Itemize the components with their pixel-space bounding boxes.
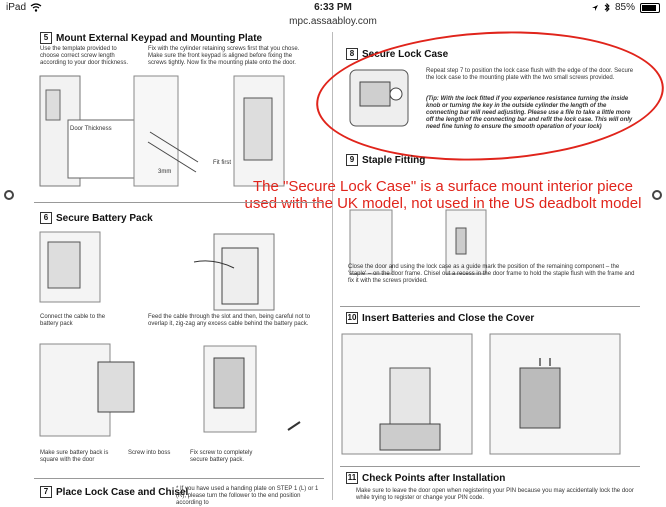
section-6-caption-3: Make sure battery back is square with th… <box>40 450 120 464</box>
bluetooth-icon <box>604 3 610 12</box>
section-7-rule <box>34 478 324 479</box>
section-6-drawing-top <box>38 228 288 312</box>
section-6-caption-2: Feed the cable through the slot and then… <box>148 314 328 328</box>
url-text[interactable]: mpc.assaabloy.com <box>289 16 377 27</box>
section-7-number: 7 <box>40 486 52 498</box>
section-9-title: 9 Staple Fitting <box>346 154 425 166</box>
annotation-text: The "Secure Lock Case" is a surface moun… <box>238 178 648 212</box>
section-5-heading: Mount External Keypad and Mounting Plate <box>56 33 262 44</box>
section-6-caption-1: Connect the cable to the battery pack <box>40 314 110 328</box>
section-11-heading: Check Points after Installation <box>362 473 505 484</box>
section-8-number: 8 <box>346 48 358 60</box>
battery-fill <box>642 5 656 11</box>
section-5-text-left: Use the template provided to choose corr… <box>40 46 130 67</box>
section-10-drawing <box>340 328 640 458</box>
section-6-title: 6 Secure Battery Pack <box>40 212 153 224</box>
section-6-caption-4: Screw into boss <box>128 450 188 457</box>
section-6-number: 6 <box>40 212 52 224</box>
section-10-title: 10 Insert Batteries and Close the Cover <box>346 312 534 324</box>
status-bar: iPad 6:33 PM 85% <box>0 0 666 16</box>
section-9-number: 9 <box>346 154 358 166</box>
battery-percent: 85% <box>615 2 635 13</box>
section-6-caption-5: Fix screw to completely secure battery p… <box>190 450 270 464</box>
section-6-heading: Secure Battery Pack <box>56 213 153 224</box>
page-marker-left <box>4 190 14 200</box>
status-right: 85% <box>591 2 660 13</box>
section-10-number: 10 <box>346 312 358 324</box>
section-9-text: Close the door and using the lock case a… <box>348 264 638 285</box>
section-11-number: 11 <box>346 472 358 484</box>
fit-first-label: Fit first <box>213 160 231 167</box>
section-5-title: 5 Mount External Keypad and Mounting Pla… <box>40 32 262 44</box>
section-11-rule <box>340 466 640 467</box>
section-5-text-right: Fix with the cylinder retaining screws f… <box>148 46 308 67</box>
section-9-heading: Staple Fitting <box>362 155 425 166</box>
section-10-heading: Insert Batteries and Close the Cover <box>362 313 534 324</box>
mm-label: 3mm <box>158 169 171 176</box>
section-5-number: 5 <box>40 32 52 44</box>
section-7-heading: Place Lock Case and Chisel <box>56 487 188 498</box>
manual-page: 5 Mount External Keypad and Mounting Pla… <box>0 32 666 500</box>
url-bar[interactable]: mpc.assaabloy.com <box>0 16 666 32</box>
section-6-drawing-bottom <box>38 340 308 440</box>
section-10-rule <box>340 306 640 307</box>
annotation-circle <box>313 23 666 169</box>
page-marker-right <box>652 190 662 200</box>
clock: 6:33 PM <box>0 2 666 13</box>
section-7-note: * If you have used a handing plate on ST… <box>176 486 326 507</box>
section-6-rule <box>34 202 324 203</box>
battery-icon <box>640 3 660 13</box>
location-icon <box>591 4 599 12</box>
section-7-title: 7 Place Lock Case and Chisel <box>40 486 188 498</box>
door-thickness-label: Door Thickness <box>70 126 112 133</box>
section-11-title: 11 Check Points after Installation <box>346 472 505 484</box>
